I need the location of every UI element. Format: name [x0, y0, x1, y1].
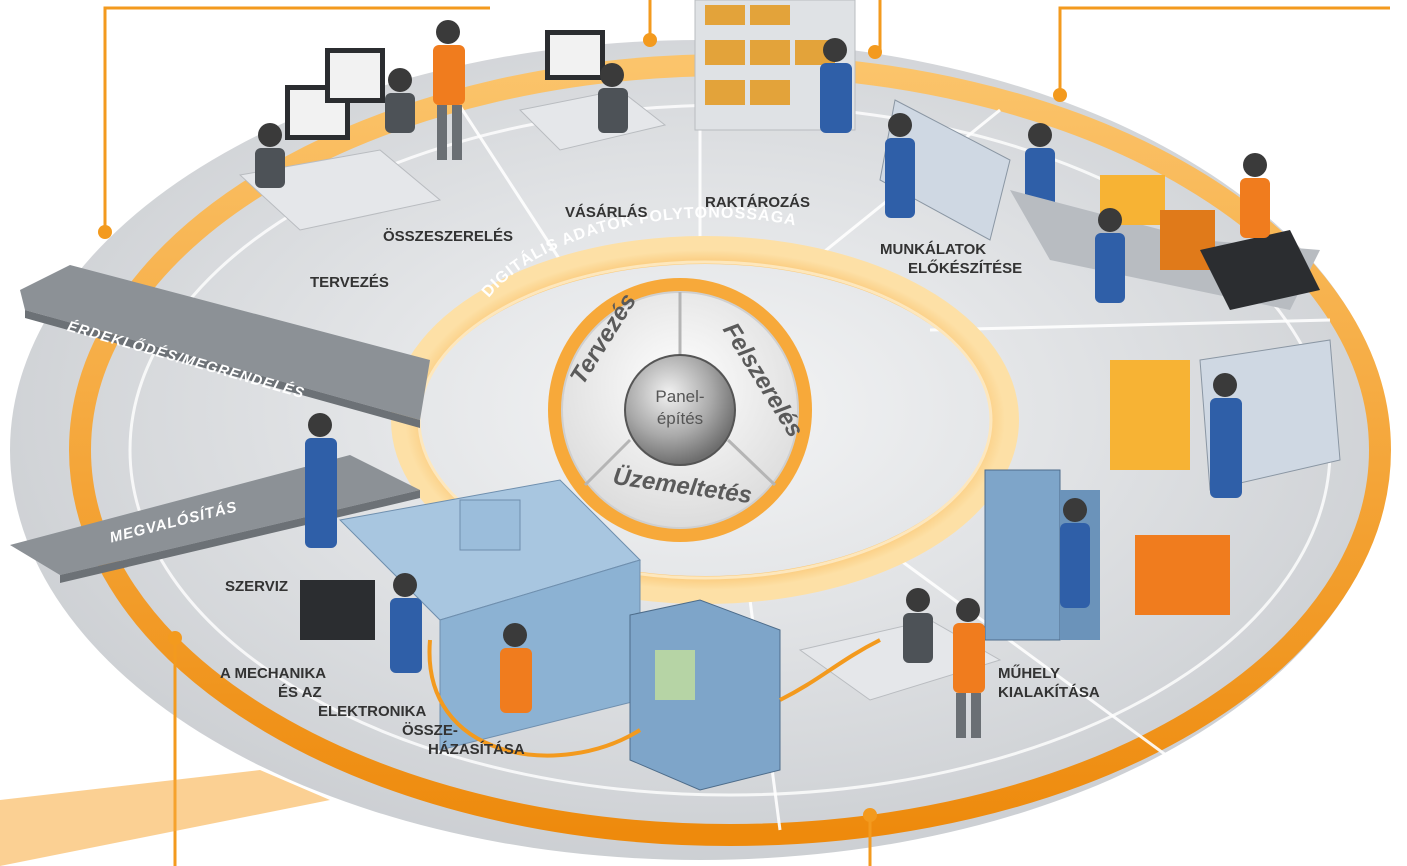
label-workshop-line2: KIALAKÍTÁSA — [998, 684, 1100, 701]
label-purchasing: VÁSÁRLÁS — [565, 204, 648, 221]
label-mech-line3: ELEKTRONIKA — [318, 703, 427, 720]
work-preparation-illustration — [879, 99, 1320, 310]
center-core — [624, 354, 736, 466]
center-core-line2: építés — [656, 409, 704, 428]
design-station-illustration — [238, 20, 465, 231]
label-workshop: MŰHELY KIALAKÍTÁSA — [998, 664, 1100, 702]
label-warehousing: RAKTÁROZÁS — [705, 194, 810, 211]
label-work-preparation-line1: MUNKÁLATOK — [880, 241, 987, 258]
label-workshop-line1: MŰHELY — [998, 665, 1060, 682]
label-design: TERVEZÉS — [310, 274, 389, 291]
mechatronics-illustration — [300, 413, 881, 791]
center-core-label: Panel- építés — [640, 386, 720, 430]
label-work-preparation-line2: ELŐKÉSZÍTÉSE — [908, 260, 1023, 277]
label-assembly: ÖSSZESZERELÉS — [383, 228, 514, 245]
label-mechatronics: A MECHANIKA ÉS AZ ELEKTRONIKA ÖSSZE- HÁZ… — [220, 664, 540, 759]
workshop-illustration — [798, 339, 1341, 738]
label-mech-line4: ÖSSZE- — [402, 722, 458, 739]
label-service: SZERVIZ — [225, 578, 289, 595]
label-mech-line1: A MECHANIKA — [220, 665, 327, 682]
label-mech-line5: HÁZASÍTÁSA — [428, 741, 525, 758]
purchasing-station-illustration — [518, 30, 667, 151]
inquiry-slab — [20, 265, 430, 420]
label-work-preparation: MUNKÁLATOK ELŐKÉSZÍTÉSE — [880, 240, 1040, 278]
light-beam — [0, 770, 330, 866]
warehouse-shelf-illustration — [694, 0, 856, 133]
center-core-line1: Panel- — [655, 387, 705, 406]
label-mech-line2: ÉS AZ — [278, 684, 322, 701]
